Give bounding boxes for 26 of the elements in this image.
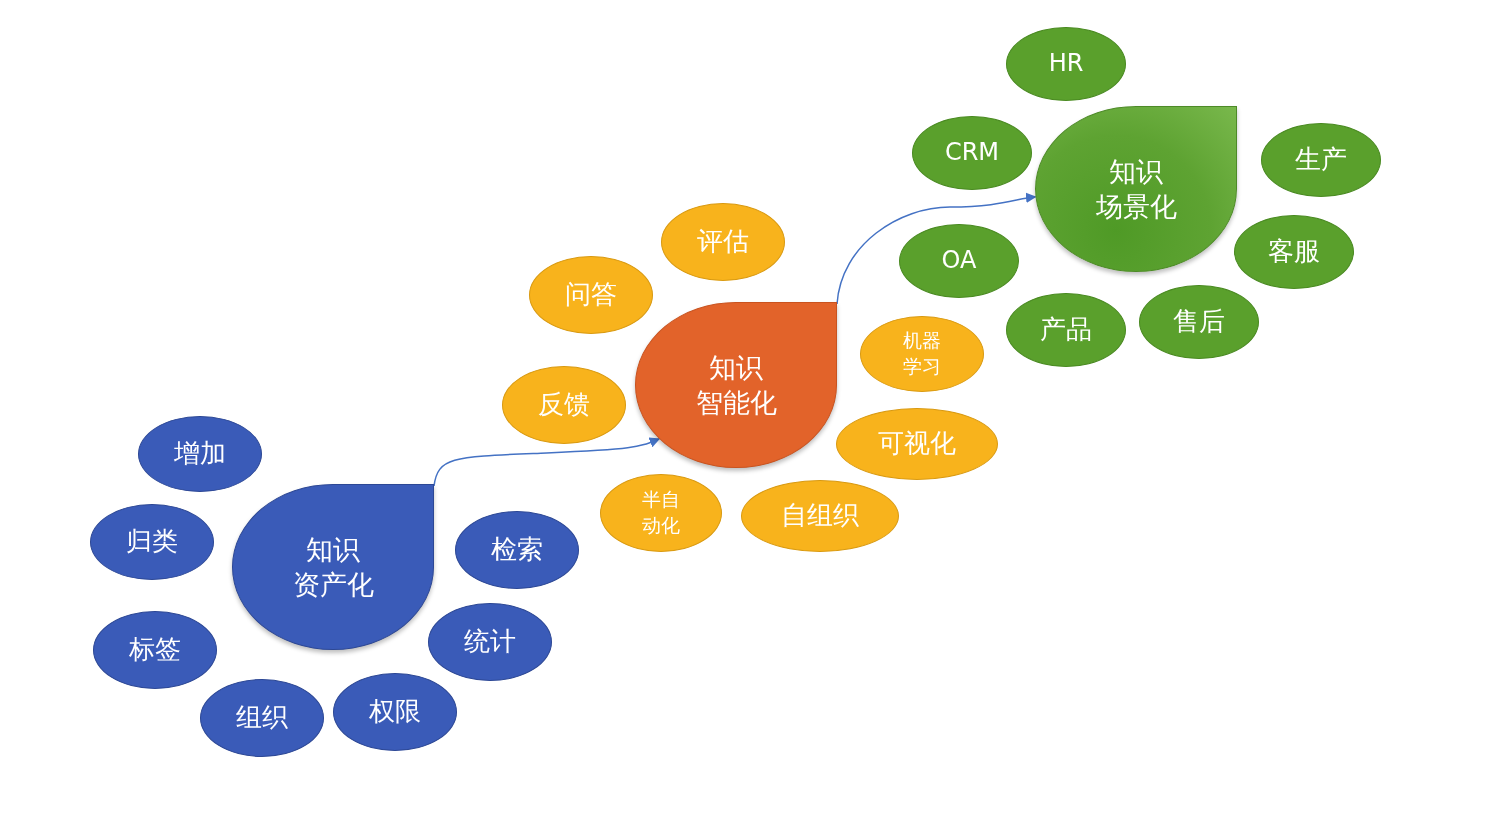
node-label: 问答 — [565, 278, 617, 312]
node-label: 权限 — [369, 695, 421, 729]
node-label: 标签 — [129, 633, 181, 667]
node-label: CRM — [944, 137, 1000, 169]
arrow — [836, 192, 1037, 305]
node-label: 生产 — [1295, 143, 1347, 177]
node-label: 售后 — [1173, 305, 1225, 339]
node-label: 知识智能化 — [695, 350, 777, 420]
node-label: OA — [941, 245, 977, 277]
arrow — [433, 437, 661, 487]
node-label: 归类 — [126, 525, 178, 559]
node-label: 反馈 — [538, 388, 590, 422]
node-label: 半自动化 — [642, 487, 680, 538]
node-label: 检索 — [491, 533, 543, 567]
node-label: 评估 — [697, 225, 749, 259]
node-label: 机器学习 — [903, 328, 941, 379]
node-label: 可视化 — [878, 427, 956, 461]
node-label: 客服 — [1268, 235, 1320, 269]
node-label: 统计 — [464, 625, 516, 659]
node-label: 组织 — [236, 701, 288, 735]
node-label: 知识资产化 — [292, 532, 374, 602]
node-label: 增加 — [174, 437, 226, 471]
node-label: HR — [1048, 48, 1084, 80]
node-label: 产品 — [1040, 313, 1092, 347]
node-label: 知识场景化 — [1095, 154, 1177, 224]
node-label: 自组织 — [781, 499, 859, 533]
